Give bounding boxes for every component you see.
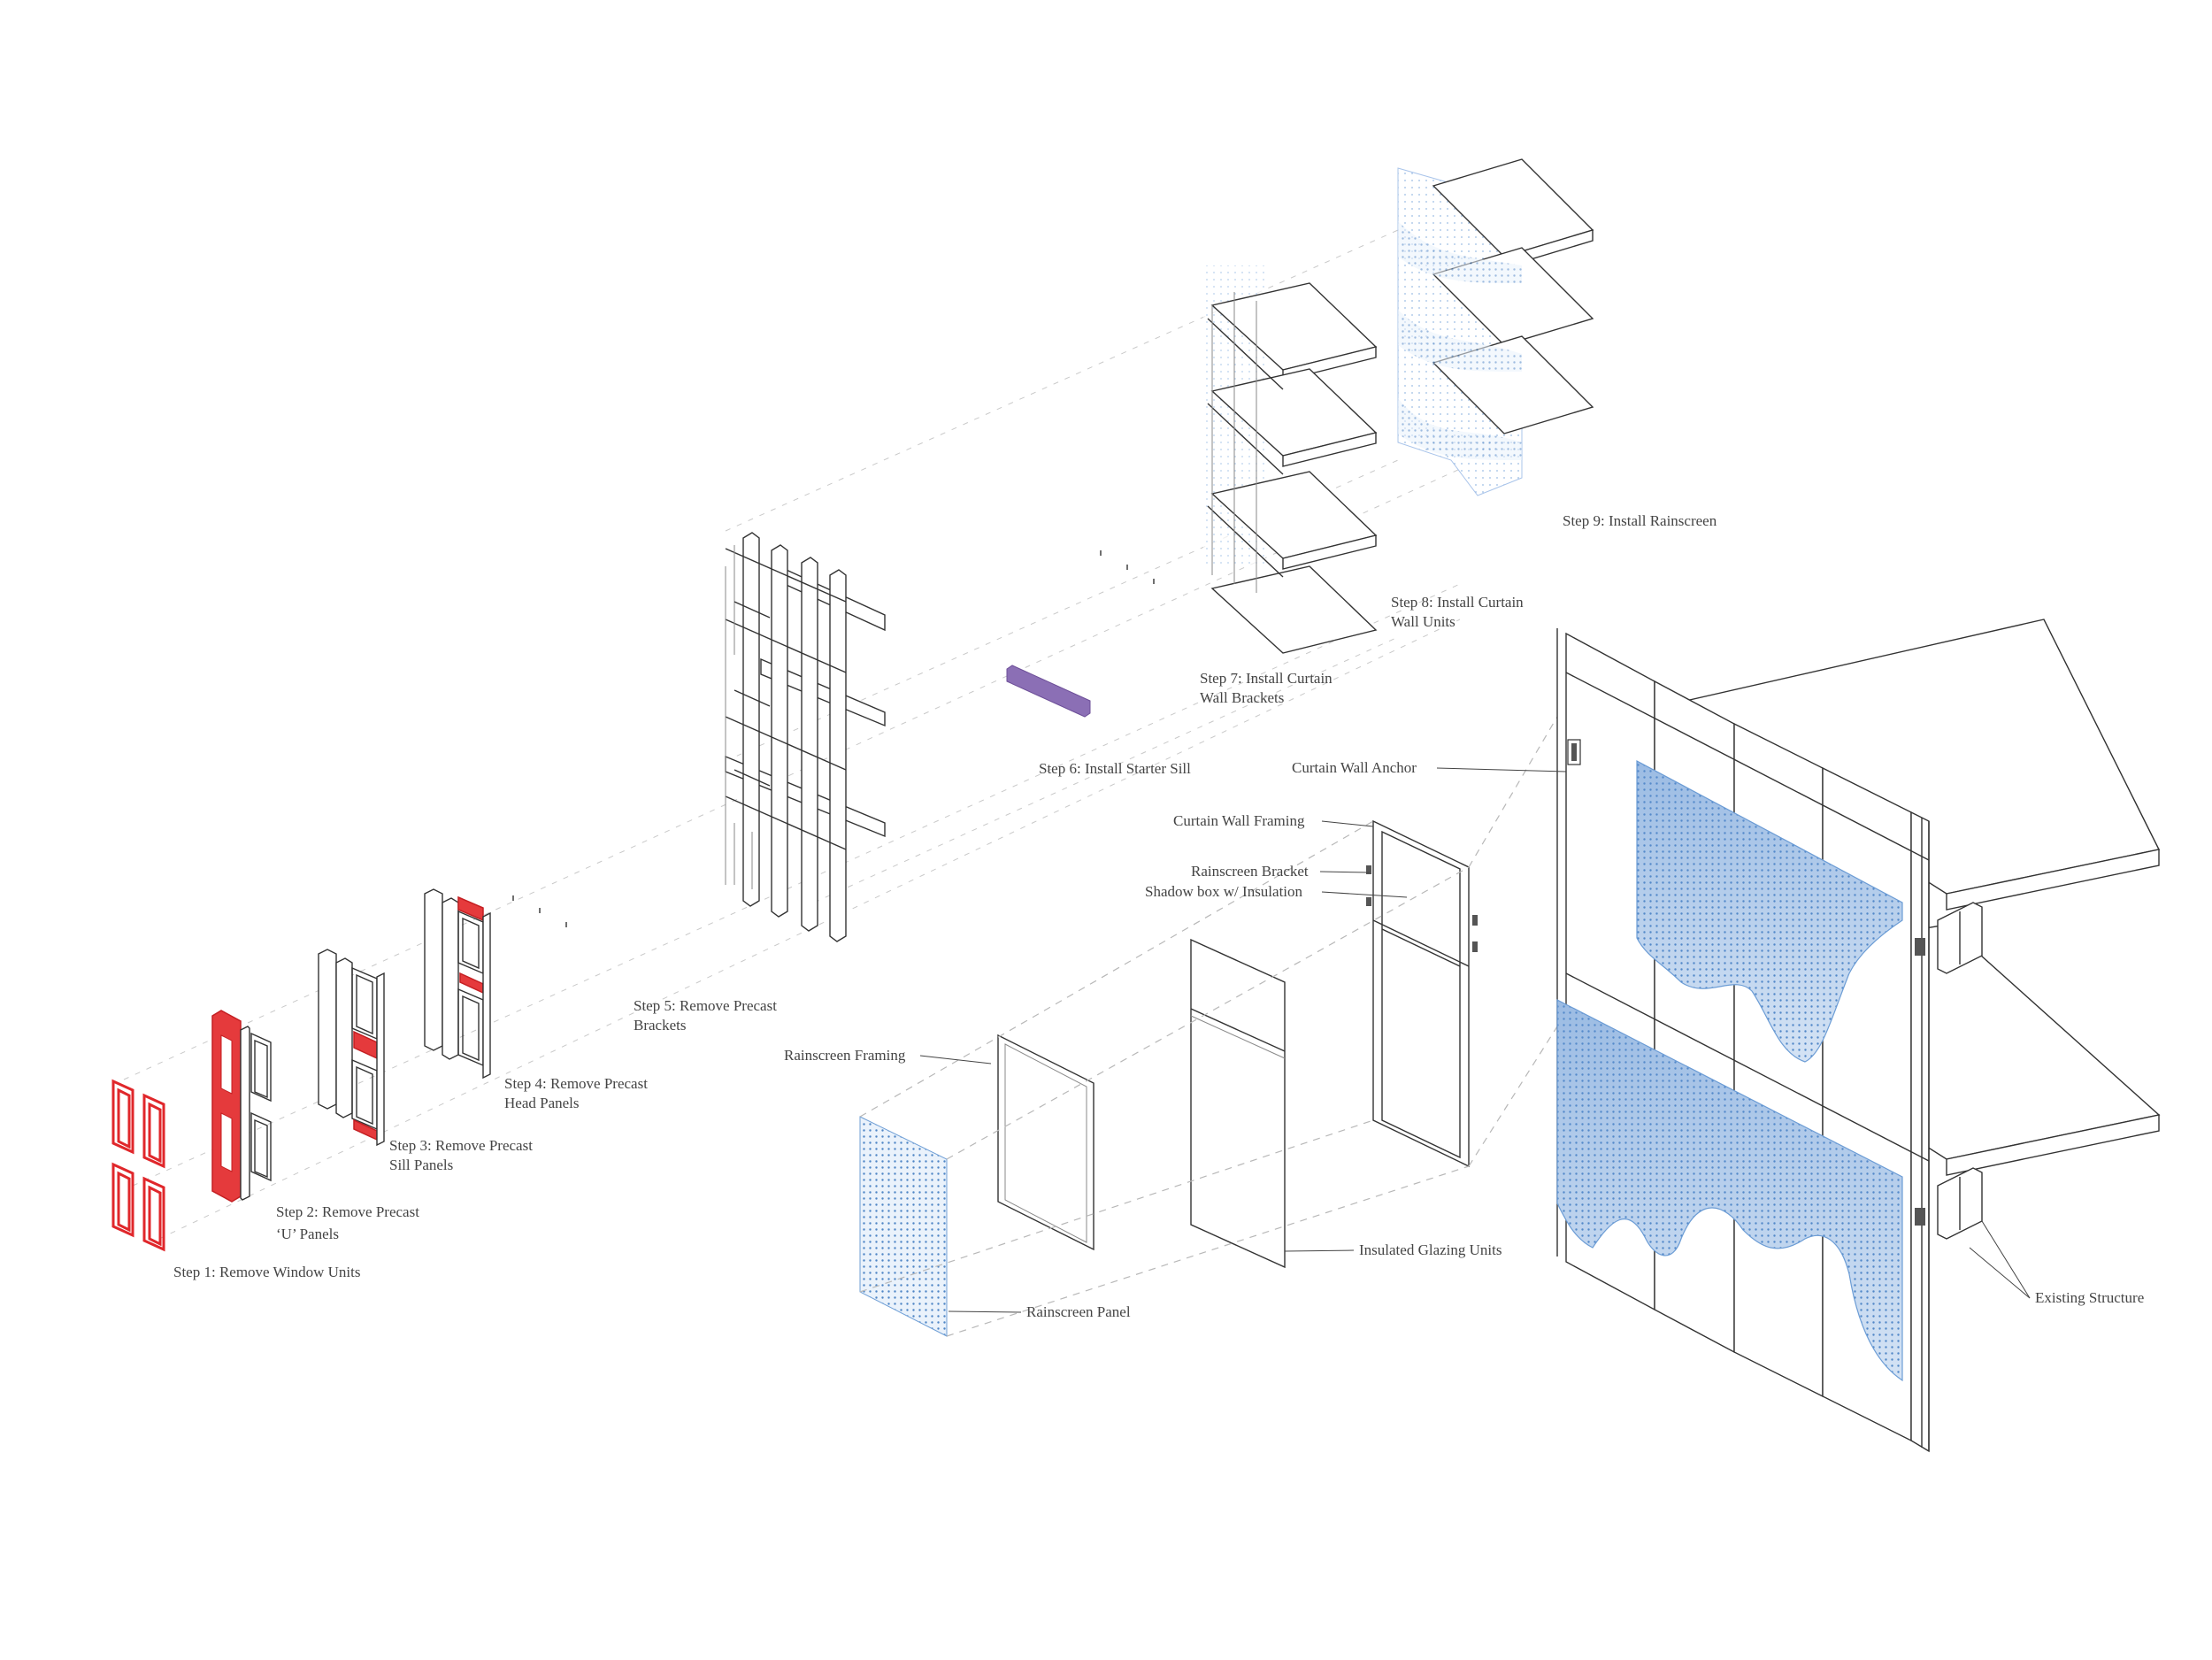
step9-label: Step 9: Install Rainscreen — [1563, 512, 1717, 529]
assembled-facade — [1556, 619, 2161, 1453]
step1-label: Step 1: Remove Window Units — [173, 1264, 361, 1280]
rainscreen-panel-label: Rainscreen Panel — [1026, 1303, 1131, 1320]
step3-sill-panels — [318, 949, 385, 1147]
rainscreen-framing-label: Rainscreen Framing — [784, 1047, 906, 1064]
step5-structure-tower — [725, 532, 886, 942]
precast-brackets — [512, 895, 567, 927]
step5-label-line2: Brackets — [634, 1017, 686, 1034]
step7-label-line2: Wall Brackets — [1200, 689, 1284, 706]
explosion-lines — [859, 716, 1558, 1337]
insulated-glazing-units-label: Insulated Glazing Units — [1359, 1241, 1502, 1258]
step1-window-units — [111, 1079, 165, 1252]
step3-label-line1: Step 3: Remove Precast — [389, 1137, 533, 1154]
step4-label-line1: Step 4: Remove Precast — [504, 1075, 648, 1092]
step8-label-line1: Step 8: Install Curtain — [1391, 594, 1524, 611]
step2-u-panels — [211, 1010, 272, 1203]
step6-label: Step 6: Install Starter Sill — [1039, 760, 1191, 777]
step8-curtain-wall-units — [1203, 265, 1378, 654]
step9-rainscreen-tower — [1397, 158, 1594, 496]
existing-structure-label: Existing Structure — [2035, 1289, 2144, 1306]
rainscreen-framing — [997, 1034, 1094, 1251]
step-labels: Step 1: Remove Window Units Step 2: Remo… — [173, 512, 1717, 1280]
step7-label-line1: Step 7: Install Curtain — [1200, 670, 1333, 687]
component-labels: Curtain Wall Anchor Curtain Wall Framing… — [784, 759, 2144, 1320]
step5-label-line1: Step 5: Remove Precast — [634, 997, 777, 1014]
curtain-wall-anchor-label: Curtain Wall Anchor — [1292, 759, 1417, 776]
shadow-box-label: Shadow box w/ Insulation — [1145, 883, 1303, 900]
curtain-wall-brackets — [1100, 550, 1155, 584]
insulated-glazing-unit — [1190, 938, 1286, 1269]
curtain-wall-frame-unit — [1366, 819, 1478, 1168]
step6-starter-sill — [1006, 665, 1091, 718]
step4-label-line2: Head Panels — [504, 1095, 580, 1111]
step4-head-panels — [424, 888, 491, 1080]
step2-label-line1: Step 2: Remove Precast — [276, 1203, 419, 1220]
curtain-wall-framing-label: Curtain Wall Framing — [1173, 812, 1305, 829]
step8-label-line2: Wall Units — [1391, 613, 1455, 630]
step3-label-line2: Sill Panels — [389, 1157, 453, 1173]
step2-label-line2: ‘U’ Panels — [276, 1226, 339, 1242]
rainscreen-panel — [859, 1116, 948, 1337]
rainscreen-bracket-label: Rainscreen Bracket — [1191, 863, 1309, 880]
